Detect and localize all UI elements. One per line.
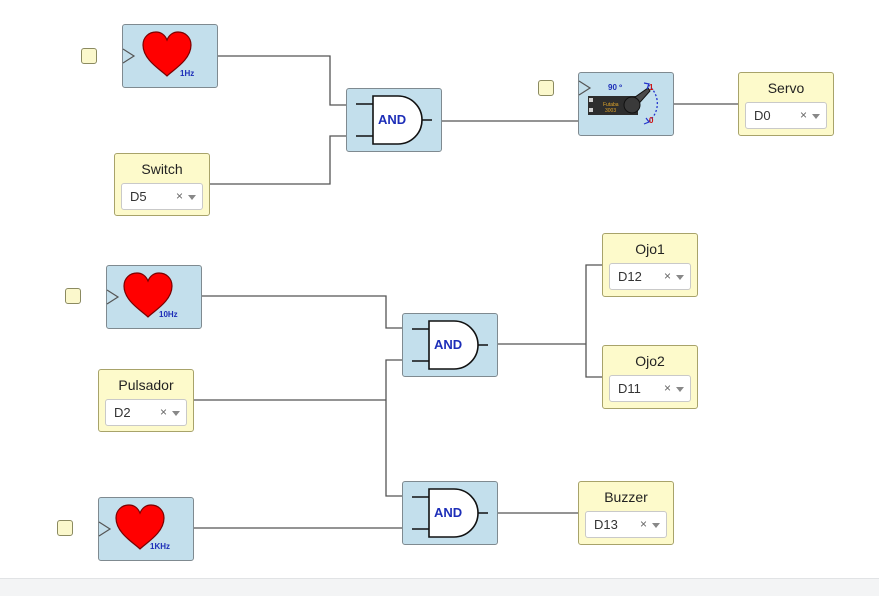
ojo2-pin-value: D11 [618,381,641,396]
wire-and-middle-to-ojos [497,264,603,378]
pulsador-block[interactable]: Pulsador D2 × [98,369,194,432]
ojo1-block[interactable]: Ojo1 D12 × [602,233,698,297]
servo-input-pin[interactable] [538,80,554,96]
heart-icon [115,504,165,550]
switch-pin-value: D5 [130,189,147,204]
pulsador-pin-value: D2 [114,405,131,420]
clock-frequency-label: 1Hz [180,69,195,78]
clock-1hz-block[interactable]: 1Hz [122,24,218,88]
clock-frequency-label: 10Hz [159,310,178,319]
ojo1-pin-value: D12 [618,269,642,284]
clock-input-pin[interactable] [65,288,81,304]
servo-motor-icon [588,82,658,125]
dropdown-arrow-icon[interactable] [652,523,660,528]
clock-input-pin[interactable] [81,48,97,64]
clear-icon[interactable]: × [663,269,671,283]
input-arrow-icon [106,289,120,305]
switch-label: Switch [141,161,183,177]
servo-angle-label: 90 º [608,83,623,92]
dropdown-arrow-icon[interactable] [172,411,180,416]
and-gate-label: AND [378,112,407,127]
clock-frequency-label: 1KHz [150,542,171,551]
buzzer-block[interactable]: Buzzer D13 × [578,481,674,545]
and-gate-icon [412,320,488,370]
switch-pin-select[interactable]: D5 × [121,183,203,210]
dropdown-arrow-icon[interactable] [676,387,684,392]
servo-block[interactable]: Servo D0 × [738,72,834,136]
and-gate-icon [412,488,488,538]
and-gate-label: AND [434,505,463,520]
ojo1-label: Ojo1 [635,241,665,257]
clear-icon[interactable]: × [639,517,647,531]
buzzer-label: Buzzer [604,489,648,505]
ojo2-pin-select[interactable]: D11 × [609,375,691,402]
clear-icon[interactable]: × [663,381,671,395]
wire-1hz-to-and-top [217,55,347,106]
ojo1-pin-select[interactable]: D12 × [609,263,691,290]
clock-1khz-block[interactable]: 1KHz [98,497,194,561]
pulsador-pin-select[interactable]: D2 × [105,399,187,426]
pulsador-label: Pulsador [118,377,174,393]
and-gate-icon [356,95,432,145]
and-gate-top-block[interactable]: AND [346,88,442,152]
servo-motor-block[interactable]: 90 º 1 0 Futaba 3003 [578,72,674,136]
and-gate-label: AND [434,337,463,352]
clear-icon[interactable]: × [159,405,167,419]
and-gate-middle-block[interactable]: AND [402,313,498,377]
bottom-scrollbar[interactable] [0,578,879,596]
ojo2-label: Ojo2 [635,353,665,369]
servo-pin-select[interactable]: D0 × [745,102,827,129]
servo-label: Servo [767,80,805,96]
dropdown-arrow-icon[interactable] [188,195,196,200]
clock-input-pin[interactable] [57,520,73,536]
buzzer-pin-value: D13 [594,517,618,532]
dropdown-arrow-icon[interactable] [676,275,684,280]
heart-icon [142,31,192,77]
servo-minus-label: 0 [649,116,654,125]
input-arrow-icon [122,48,136,64]
input-arrow-icon [578,80,592,96]
buzzer-pin-select[interactable]: D13 × [585,511,667,538]
servo-pin-value: D0 [754,108,771,123]
servo-plus-label: 1 [649,83,654,92]
switch-block[interactable]: Switch D5 × [114,153,210,216]
wire-10hz-to-and-middle [201,295,403,329]
clear-icon[interactable]: × [175,189,183,203]
wire-switch-to-and-top [209,135,347,185]
servo-brand-label: Futaba [603,102,619,108]
heart-icon [123,272,173,318]
servo-model-label: 3003 [605,108,617,114]
wire-pulsador-to-gates [193,359,403,497]
ojo2-block[interactable]: Ojo2 D11 × [602,345,698,409]
dropdown-arrow-icon[interactable] [812,114,820,119]
clear-icon[interactable]: × [799,108,807,122]
and-gate-bottom-block[interactable]: AND [402,481,498,545]
clock-10hz-block[interactable]: 10Hz [106,265,202,329]
input-arrow-icon [98,521,112,537]
